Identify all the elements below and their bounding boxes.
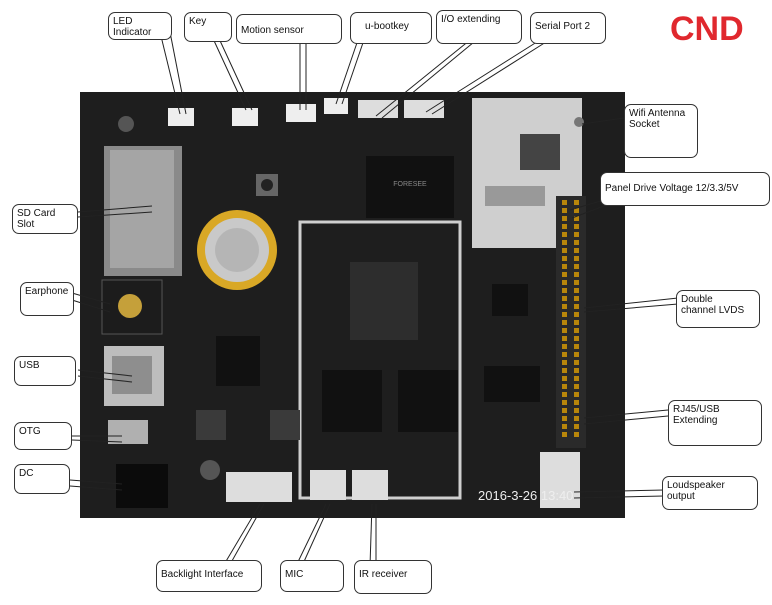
header-pin — [574, 400, 579, 405]
leader-lines — [69, 31, 679, 569]
header-pin — [562, 344, 567, 349]
header-pin — [574, 416, 579, 421]
label-loudspeaker-output: Loudspeaker output — [662, 476, 758, 510]
header-pin — [562, 296, 567, 301]
header-pin — [574, 248, 579, 253]
header-pin — [574, 288, 579, 293]
header-pin — [562, 408, 567, 413]
label-u-bootkey: u-bootkey — [350, 12, 432, 44]
label-serial-port-2: Serial Port 2 — [530, 12, 606, 44]
header-pin — [562, 320, 567, 325]
header-pin — [562, 264, 567, 269]
header-pin — [574, 352, 579, 357]
label-earphone: Earphone — [20, 282, 74, 316]
header-pin — [562, 424, 567, 429]
header-pin — [574, 392, 579, 397]
soc-chip — [350, 262, 418, 340]
label-panel-drive-voltage: Panel Drive Voltage 12/3.3/5V — [600, 172, 770, 206]
header-pin — [562, 400, 567, 405]
label-dc: DC — [14, 464, 70, 494]
header-pin — [562, 376, 567, 381]
header-pin — [562, 248, 567, 253]
header-pin — [574, 320, 579, 325]
header-pin — [574, 432, 579, 437]
header-pin — [562, 216, 567, 221]
header-pin — [574, 272, 579, 277]
header-pin — [562, 200, 567, 205]
header-pin — [562, 360, 567, 365]
header-pin — [574, 296, 579, 301]
label-sd-card-slot: SD Card Slot — [12, 204, 78, 234]
header-pin — [574, 424, 579, 429]
header-pin — [562, 240, 567, 245]
timestamp-watermark: 2016-3-26 13:40 — [478, 488, 573, 503]
header-pin — [562, 368, 567, 373]
header-pin — [574, 312, 579, 317]
label-backlight-interface: Backlight Interface — [156, 560, 262, 592]
header-pin — [574, 216, 579, 221]
label-usb: USB — [14, 356, 76, 386]
logo-text: CND — [670, 10, 744, 48]
label-otg: OTG — [14, 422, 72, 450]
header-pin — [574, 200, 579, 205]
header-pin — [562, 232, 567, 237]
header-pin — [574, 368, 579, 373]
header-pin — [562, 312, 567, 317]
label-mic: MIC — [280, 560, 344, 592]
header-pin — [574, 376, 579, 381]
header-pin — [562, 288, 567, 293]
header-pin — [562, 328, 567, 333]
header-pin — [574, 240, 579, 245]
header-pin — [574, 344, 579, 349]
cnd-logo: CND — [670, 8, 760, 48]
header-pin — [574, 328, 579, 333]
header-pin — [574, 264, 579, 269]
header-pin — [574, 360, 579, 365]
label-rj45-usb-extending: RJ45/USB Extending — [668, 400, 762, 446]
header-pin — [562, 352, 567, 357]
header-pin — [562, 208, 567, 213]
header-pin — [574, 256, 579, 261]
header-pin — [562, 280, 567, 285]
header-pin — [562, 384, 567, 389]
chip-label: FORESEE — [393, 181, 427, 188]
header-pin — [562, 392, 567, 397]
header-pin — [574, 384, 579, 389]
label-double-channel-lvds: Double channel LVDS — [676, 290, 760, 328]
header-pin — [574, 208, 579, 213]
header-pin — [574, 336, 579, 341]
header-pin — [574, 224, 579, 229]
label-wifi-antenna-socket: Wifi Antenna Socket — [624, 104, 698, 158]
header-pin — [562, 336, 567, 341]
header-pin — [562, 304, 567, 309]
label-ir-receiver: IR receiver — [354, 560, 432, 594]
header-pin — [562, 272, 567, 277]
header-pin — [574, 304, 579, 309]
label-motion-sensor: Motion sensor — [236, 14, 342, 44]
header-pin — [562, 416, 567, 421]
header-pin — [562, 256, 567, 261]
label-io-extending: I/O extending — [436, 10, 522, 44]
header-pin — [574, 280, 579, 285]
header-pin — [562, 224, 567, 229]
header-pin — [562, 432, 567, 437]
header-pin — [574, 408, 579, 413]
label-key: Key — [184, 12, 232, 42]
header-pin — [574, 232, 579, 237]
label-led-indicator: LED Indicator — [108, 12, 172, 40]
